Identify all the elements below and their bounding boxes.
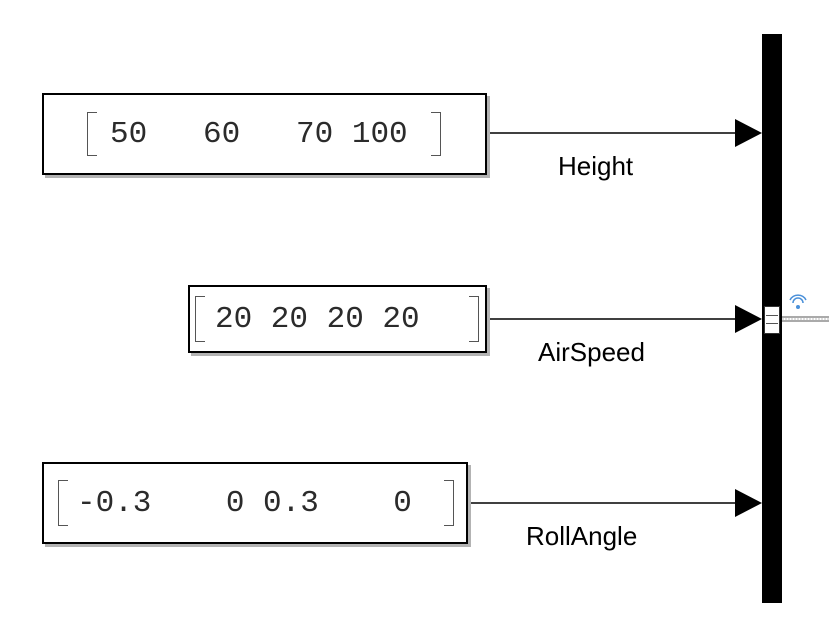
bracket-left [58, 480, 68, 526]
airspeed-signal-label[interactable]: AirSpeed [538, 337, 645, 367]
height-signal-label[interactable]: Height [558, 151, 634, 181]
bracket-right [444, 480, 454, 526]
bracket-right [431, 112, 441, 156]
bracket-right [469, 296, 479, 342]
rollangle-constant-block[interactable]: -0.3 0 0.3 0 [42, 462, 468, 544]
airspeed-constant-value: 20 20 20 20 [215, 301, 420, 337]
airspeed-constant-block[interactable]: 20 20 20 20 [188, 285, 487, 353]
bracket-left [195, 296, 205, 342]
airspeed-arrowhead-icon [735, 305, 762, 333]
rollangle-signal-label[interactable]: RollAngle [526, 521, 638, 551]
bus-output-port-marker[interactable] [764, 306, 780, 334]
bracket-left [87, 112, 97, 156]
height-constant-block[interactable]: 50 60 70 100 [42, 93, 487, 175]
port-marker-line [766, 315, 778, 316]
rollangle-arrowhead-icon [735, 489, 762, 517]
height-arrowhead-icon [735, 119, 762, 147]
port-marker-line [766, 323, 778, 324]
wifi-icon[interactable] [789, 294, 807, 309]
rollangle-constant-value: -0.3 0 0.3 0 [77, 485, 412, 521]
height-constant-value: 50 60 70 100 [110, 116, 408, 152]
